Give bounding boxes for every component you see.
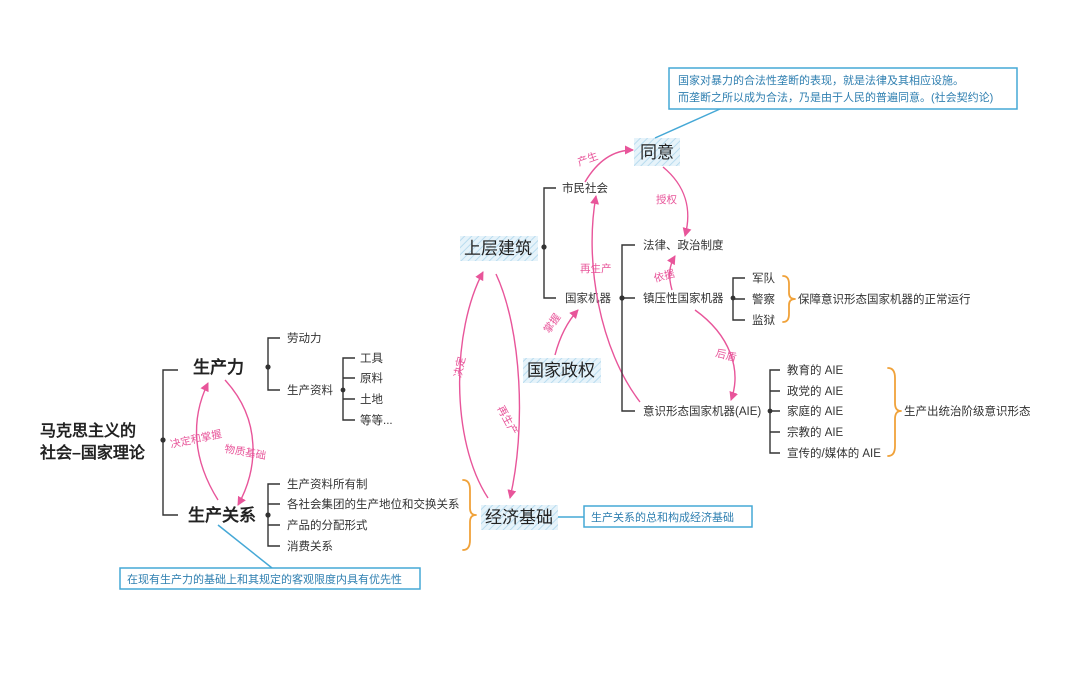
consent-callout-line2: 而垄断之所以成为合法，乃是由于人民的普遍同意。(社会契约论) <box>678 90 993 104</box>
aie-item-education: 教育的 AIE <box>787 363 844 377</box>
economic-base-highlight <box>481 505 558 530</box>
state-apparatus-label: 国家机器 <box>565 291 611 305</box>
repressive-brace <box>782 275 796 323</box>
consent-callout-box <box>668 67 1018 110</box>
labor-label: 劳动力 <box>287 332 322 345</box>
means-of-production-label: 生产资料 <box>287 383 333 397</box>
law-politics-label: 法律、政治制度 <box>643 238 724 252</box>
arrow-decide-control <box>195 382 219 501</box>
relations-callout-pointer <box>217 524 273 569</box>
relations-brace <box>462 479 477 551</box>
arrow-decide <box>458 271 489 499</box>
repressive-summary: 保障意识形态国家机器的正常运行 <box>798 292 971 306</box>
civil-society-label: 市民社会 <box>562 181 608 195</box>
repressive-item-police: 警察 <box>752 292 775 306</box>
economic-base-callout-text: 生产关系的总和构成经济基础 <box>591 510 734 524</box>
arrow-label-material-basis: 物质基础 <box>223 442 267 462</box>
arrow-reproduce-civil <box>590 195 641 403</box>
arrow-label-authorize: 授权 <box>656 193 677 206</box>
arrow-authorize <box>662 166 692 237</box>
means-item-land: 土地 <box>360 393 383 406</box>
repressive-connector <box>730 277 745 321</box>
aie-item-media: 宣传的/媒体的 AIE <box>787 446 881 460</box>
arrow-label-decide: 决定 <box>451 355 468 379</box>
arrow-backing <box>694 309 738 401</box>
productive-forces-label: 生产力 <box>193 357 244 377</box>
arrow-produce <box>584 145 634 183</box>
aie-item-party: 政党的 AIE <box>787 384 844 398</box>
aie-item-religion: 宗教的 AIE <box>787 425 844 439</box>
means-item-materials: 原料 <box>360 371 383 385</box>
repressive-item-army: 军队 <box>752 271 775 285</box>
ideological-connector <box>767 369 780 454</box>
economic-base-label: 经济基础 <box>485 508 553 527</box>
relations-item-status-exchange: 各社会集团的生产地位和交换关系 <box>287 497 460 511</box>
relations-callout-text: 在现有生产力的基础上和其规定的客观限度内具有优先性 <box>127 572 402 586</box>
superstructure-connector <box>541 187 556 299</box>
state-power-label: 国家政权 <box>527 361 595 380</box>
relations-item-ownership: 生产资料所有制 <box>287 477 368 491</box>
state-apparatus-connector <box>619 244 635 412</box>
relations-of-production-label: 生产关系 <box>188 505 256 525</box>
arrow-basis <box>667 255 676 291</box>
means-item-tools: 工具 <box>360 352 383 365</box>
root-connector <box>160 369 178 516</box>
ideological-brace <box>887 367 902 457</box>
means-of-production-connector <box>340 357 355 421</box>
arrow-reproduce-base <box>495 273 521 499</box>
productive-forces-connector <box>265 337 280 391</box>
relations-connector <box>265 483 280 547</box>
root-title-line2: 社会–国家理论 <box>39 443 146 462</box>
relations-item-consumption: 消费关系 <box>287 539 333 553</box>
arrow-label-basis: 依据 <box>652 267 676 285</box>
arrow-control <box>554 309 579 356</box>
arrow-material-basis <box>224 379 254 506</box>
means-item-etc: 等等... <box>360 413 393 427</box>
root-title-line1: 马克思主义的 <box>40 421 136 440</box>
consent-label: 同意 <box>640 143 674 162</box>
ideological-summary: 生产出统治阶级意识形态 <box>904 404 1031 418</box>
superstructure-label: 上层建筑 <box>464 239 532 258</box>
consent-callout-line1: 国家对暴力的合法性垄断的表现，就是法律及其相应设施。 <box>678 73 964 87</box>
arrow-label-control: 掌握 <box>541 311 564 336</box>
repressive-item-prison: 监狱 <box>752 314 775 327</box>
arrow-label-reproduce-base: 再生产 <box>494 403 520 437</box>
relations-callout-box <box>119 567 421 590</box>
consent-callout-pointer <box>654 108 721 139</box>
relations-item-distribution: 产品的分配形式 <box>287 518 368 532</box>
repressive-apparatus-label: 镇压性国家机器 <box>643 291 724 305</box>
arrow-label-backing: 后盾 <box>714 347 738 364</box>
state-power-highlight <box>523 358 601 383</box>
arrow-label-reproduce-civil: 再生产 <box>580 262 612 275</box>
ideological-apparatus-label: 意识形态国家机器(AIE) <box>643 404 761 418</box>
consent-highlight <box>634 138 680 166</box>
economic-base-callout-box <box>583 505 753 528</box>
aie-item-family: 家庭的 AIE <box>787 404 844 418</box>
superstructure-highlight <box>460 236 538 261</box>
